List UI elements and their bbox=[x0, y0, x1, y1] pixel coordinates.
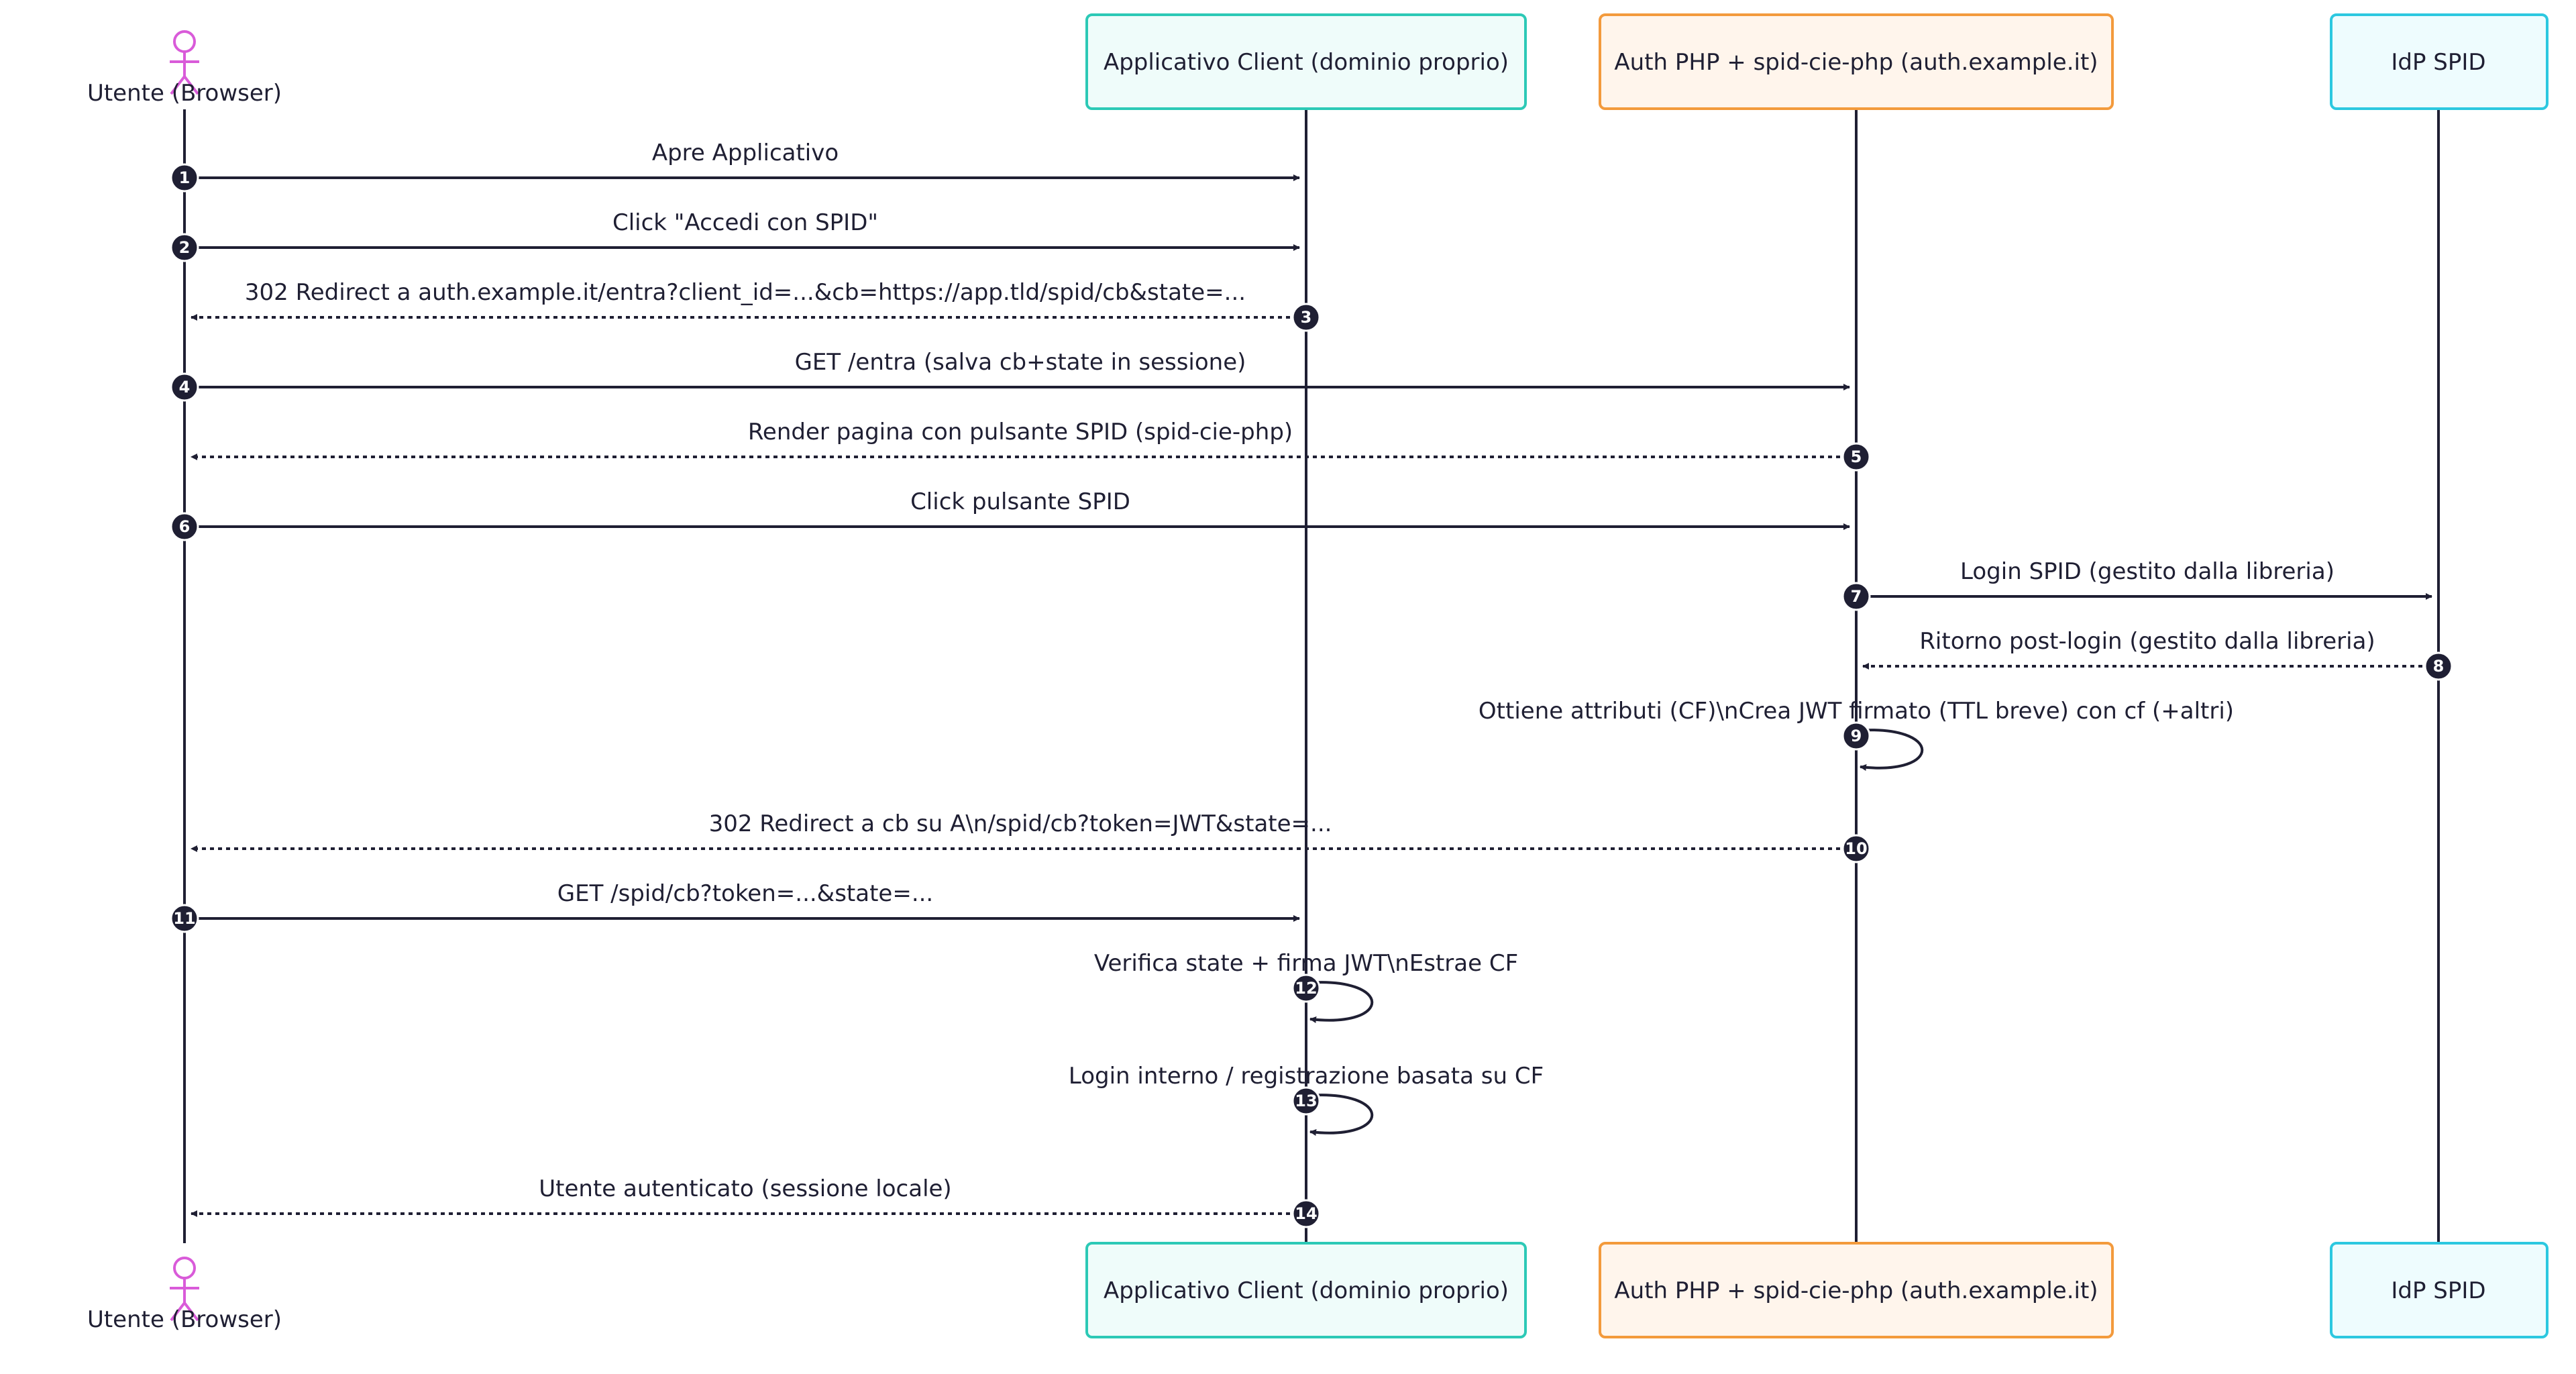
message-7: Login SPID (gestito dalla libreria) 7 bbox=[1841, 558, 2432, 611]
step-number: 5 bbox=[1851, 447, 1862, 466]
participant-box bbox=[1085, 1242, 1527, 1338]
step-badge bbox=[1841, 834, 1871, 863]
step-badge bbox=[170, 233, 199, 262]
message-label: Click "Accedi con SPID" bbox=[612, 209, 878, 236]
message-10: 302 Redirect a cb su A\n/spid/cb?token=J… bbox=[191, 810, 1871, 863]
step-number: 6 bbox=[179, 517, 191, 536]
actor-top: Utente (Browser) bbox=[87, 30, 282, 107]
step-badge bbox=[1291, 1199, 1321, 1228]
actor-leg-right bbox=[183, 1302, 199, 1322]
message-1: Apre Applicativo 1 bbox=[170, 140, 1300, 193]
participant-label: Auth PHP + spid-cie-php (auth.example.it… bbox=[1614, 1277, 2098, 1304]
message-label: Login SPID (gestito dalla libreria) bbox=[1960, 558, 2334, 585]
message-label: Login interno / registrazione basata su … bbox=[1069, 1063, 1544, 1090]
step-number: 4 bbox=[179, 378, 191, 397]
actor-leg-right bbox=[183, 75, 199, 95]
message-4: GET /entra (salva cb+state in sessione) 4 bbox=[170, 349, 1850, 402]
self-message-arrow bbox=[1305, 981, 1374, 1023]
message-8: Ritorno post-login (gestito dalla librer… bbox=[1862, 628, 2453, 681]
participant-app-top: Applicativo Client (dominio proprio) bbox=[1085, 13, 1527, 110]
step-number: 9 bbox=[1851, 727, 1862, 745]
participant-idp-bottom: IdP SPID bbox=[2330, 1242, 2548, 1338]
message-14: Utente autenticato (sessione locale) 14 bbox=[191, 1175, 1321, 1228]
message-label: Ritorno post-login (gestito dalla librer… bbox=[1919, 628, 2375, 655]
step-badge bbox=[1841, 721, 1871, 751]
step-badge bbox=[170, 512, 199, 541]
participant-auth-top: Auth PHP + spid-cie-php (auth.example.it… bbox=[1599, 13, 2114, 110]
participant-app-bottom: Applicativo Client (dominio proprio) bbox=[1085, 1242, 1527, 1338]
step-badge bbox=[170, 163, 199, 193]
step-badge bbox=[2424, 651, 2453, 681]
actor-label: Utente (Browser) bbox=[87, 1306, 282, 1333]
step-number: 2 bbox=[179, 238, 191, 257]
participant-label: Applicativo Client (dominio proprio) bbox=[1104, 49, 1509, 76]
message-label: Render pagina con pulsante SPID (spid-ci… bbox=[748, 419, 1293, 445]
step-badge bbox=[170, 372, 199, 402]
participant-label: Auth PHP + spid-cie-php (auth.example.it… bbox=[1614, 49, 2098, 76]
participant-auth-bottom: Auth PHP + spid-cie-php (auth.example.it… bbox=[1599, 1242, 2114, 1338]
step-number: 11 bbox=[173, 909, 195, 928]
actor-head-icon bbox=[173, 30, 196, 53]
actor-head-icon bbox=[173, 1257, 196, 1279]
participant-box bbox=[1085, 13, 1527, 110]
message-11: GET /spid/cb?token=...&state=... 11 bbox=[170, 880, 1300, 933]
participant-box bbox=[2330, 13, 2548, 110]
participant-box bbox=[1599, 1242, 2114, 1338]
participant-label: Applicativo Client (dominio proprio) bbox=[1104, 1277, 1509, 1304]
participant-box bbox=[1599, 13, 2114, 110]
self-message-arrow bbox=[1856, 729, 1924, 771]
participant-box bbox=[2330, 1242, 2548, 1338]
step-number: 8 bbox=[2433, 657, 2445, 676]
step-number: 14 bbox=[1295, 1204, 1317, 1223]
message-label: Apre Applicativo bbox=[652, 140, 839, 166]
step-number: 7 bbox=[1851, 587, 1862, 606]
message-label: 302 Redirect a auth.example.it/entra?cli… bbox=[245, 279, 1246, 306]
message-9: Ottiene attributi (CF)\nCrea JWT firmato… bbox=[1479, 698, 2234, 771]
message-12: Verifica state + firma JWT\nEstrae CF 12 bbox=[1094, 950, 1518, 1023]
message-label: Click pulsante SPID bbox=[910, 488, 1130, 515]
message-13: Login interno / registrazione basata su … bbox=[1069, 1063, 1544, 1136]
message-6: Click pulsante SPID 6 bbox=[170, 488, 1850, 541]
step-number: 3 bbox=[1301, 308, 1312, 327]
participant-label: IdP SPID bbox=[2391, 49, 2485, 76]
step-number: 13 bbox=[1295, 1092, 1317, 1110]
message-label: Verifica state + firma JWT\nEstrae CF bbox=[1094, 950, 1518, 977]
message-label: 302 Redirect a cb su A\n/spid/cb?token=J… bbox=[709, 810, 1332, 837]
message-5: Render pagina con pulsante SPID (spid-ci… bbox=[191, 419, 1871, 472]
step-badge bbox=[1291, 1086, 1321, 1116]
actor-leg-left bbox=[170, 75, 186, 95]
actor-label: Utente (Browser) bbox=[87, 80, 282, 107]
participant-label: IdP SPID bbox=[2391, 1277, 2485, 1304]
actor-leg-left bbox=[170, 1302, 186, 1322]
message-3: 302 Redirect a auth.example.it/entra?cli… bbox=[191, 279, 1321, 332]
message-label: GET /entra (salva cb+state in sessione) bbox=[795, 349, 1246, 376]
step-number: 12 bbox=[1295, 979, 1317, 998]
step-badge bbox=[1291, 303, 1321, 332]
message-2: Click "Accedi con SPID" 2 bbox=[170, 209, 1300, 262]
message-label: GET /spid/cb?token=...&state=... bbox=[557, 880, 934, 907]
step-badge bbox=[1841, 582, 1871, 611]
step-number: 1 bbox=[179, 168, 191, 187]
step-badge bbox=[1291, 973, 1321, 1003]
step-number: 10 bbox=[1845, 839, 1867, 858]
actor-bottom: Utente (Browser) bbox=[87, 1257, 282, 1333]
message-label: Utente autenticato (sessione locale) bbox=[539, 1175, 951, 1202]
message-label: Ottiene attributi (CF)\nCrea JWT firmato… bbox=[1479, 698, 2234, 725]
self-message-arrow bbox=[1305, 1094, 1374, 1136]
step-badge bbox=[170, 904, 199, 933]
step-badge bbox=[1841, 442, 1871, 472]
participant-idp-top: IdP SPID bbox=[2330, 13, 2548, 110]
